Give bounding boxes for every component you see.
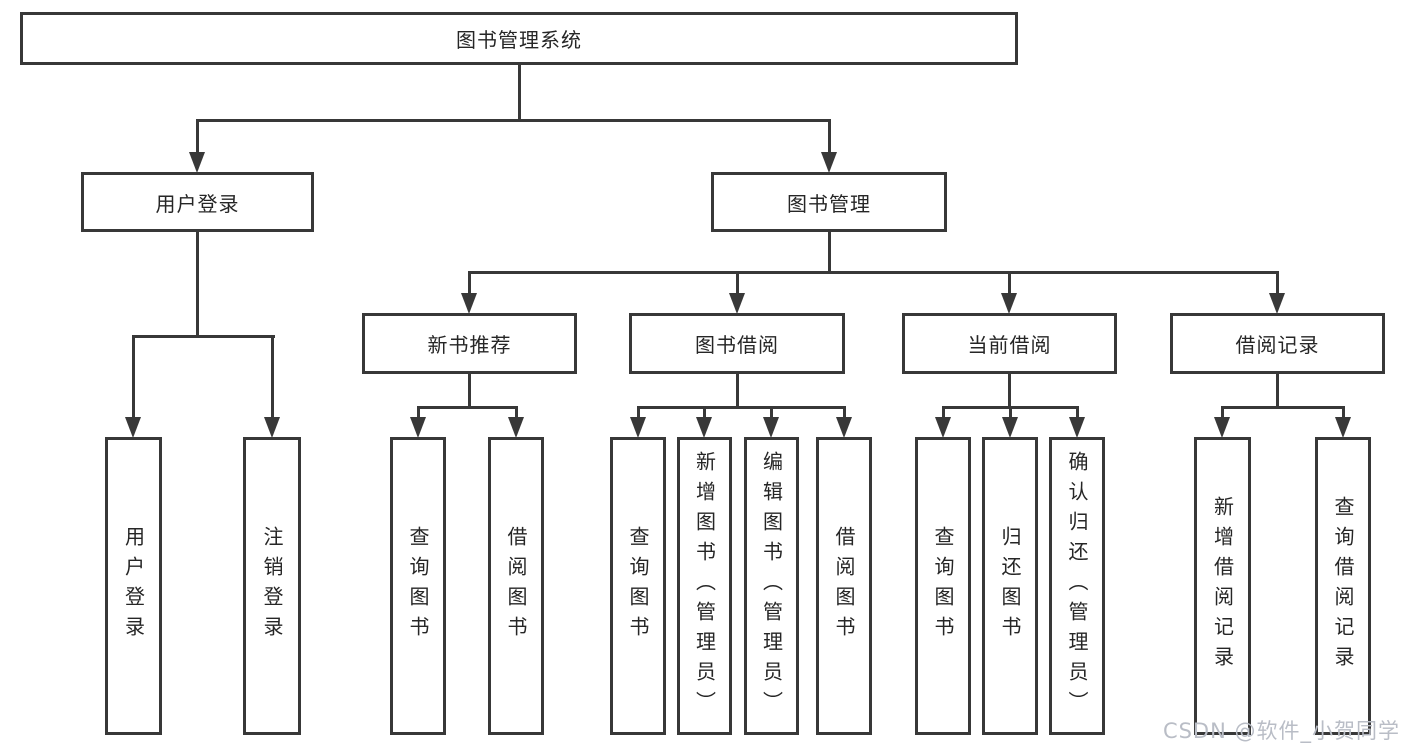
leaf-label: 归还图书 [998, 526, 1022, 646]
node-current-borrow-label: 当前借阅 [967, 333, 1052, 357]
node-book-management-label: 图书管理 [787, 191, 871, 216]
leaf-label: 查询借阅记录 [1331, 496, 1355, 676]
node-root: 图书管理系统 [20, 12, 1018, 65]
node-new-book-recommend: 新书推荐 [362, 313, 577, 374]
stem-line [1008, 374, 1011, 408]
branch-line [196, 119, 831, 122]
arrow-down-icon [508, 406, 524, 438]
leaf-label: 查询图书 [931, 526, 955, 646]
arrow-down-icon [189, 119, 205, 173]
leaf-label: 用户登录 [121, 526, 146, 646]
node-book-borrow: 图书借阅 [629, 313, 845, 374]
leaf-label: 确认归还（管理员） [1065, 451, 1089, 721]
arrow-down-icon [821, 119, 837, 173]
stem-line [518, 65, 521, 121]
arrow-down-icon [461, 271, 477, 314]
arrow-down-icon [1002, 406, 1018, 438]
watermark-text: CSDN @软件_小贺同学 [1162, 719, 1400, 743]
node-book-management: 图书管理 [711, 172, 947, 232]
leaf-edit-book-admin: 编辑图书（管理员） [744, 437, 799, 735]
leaf-query-books-borrow: 查询图书 [610, 437, 666, 735]
node-root-label: 图书管理系统 [456, 28, 582, 52]
leaf-confirm-return-admin: 确认归还（管理员） [1049, 437, 1105, 735]
arrow-down-icon [935, 406, 951, 438]
arrow-down-icon [763, 406, 779, 438]
arrow-down-icon [264, 335, 280, 438]
leaf-borrow-books: 借阅图书 [816, 437, 872, 735]
leaf-borrow-books-recommend: 借阅图书 [488, 437, 544, 735]
leaf-user-login: 用户登录 [105, 437, 162, 735]
stem-line [736, 374, 739, 408]
node-user-login: 用户登录 [81, 172, 314, 232]
leaf-label: 查询图书 [406, 526, 430, 646]
arrow-down-icon [1069, 406, 1085, 438]
branch-line [417, 406, 518, 409]
arrow-down-icon [410, 406, 426, 438]
node-user-login-label: 用户登录 [155, 191, 240, 216]
node-new-book-recommend-label: 新书推荐 [427, 333, 512, 357]
branch-line [468, 271, 1279, 274]
stem-line [468, 374, 471, 408]
stem-line [828, 232, 831, 273]
leaf-label: 注销登录 [260, 526, 284, 646]
arrow-down-icon [125, 335, 141, 438]
arrow-down-icon [729, 271, 745, 314]
arrow-down-icon [1214, 406, 1230, 438]
leaf-label: 新增借阅记录 [1210, 496, 1235, 676]
arrow-down-icon [1269, 271, 1285, 314]
branch-line [132, 335, 275, 338]
arrow-down-icon [1335, 406, 1351, 438]
leaf-logout: 注销登录 [243, 437, 301, 735]
branch-line [1221, 406, 1345, 409]
leaf-return-book: 归还图书 [982, 437, 1038, 735]
node-book-borrow-label: 图书借阅 [695, 333, 779, 357]
arrow-down-icon [836, 406, 852, 438]
node-borrow-records: 借阅记录 [1170, 313, 1385, 374]
stem-line [1276, 374, 1279, 408]
leaf-label: 编辑图书（管理员） [759, 451, 784, 721]
leaf-query-borrow-record: 查询借阅记录 [1315, 437, 1371, 735]
arrow-down-icon [630, 406, 646, 438]
branch-line [637, 406, 846, 409]
leaf-label: 借阅图书 [504, 526, 528, 646]
arrow-down-icon [1001, 271, 1017, 314]
leaf-query-books-recommend: 查询图书 [390, 437, 446, 735]
arrow-down-icon [696, 406, 712, 438]
leaf-add-book-admin: 新增图书（管理员） [677, 437, 732, 735]
leaf-label: 新增图书（管理员） [692, 451, 717, 721]
node-borrow-records-label: 借阅记录 [1235, 333, 1320, 357]
stem-line [196, 232, 199, 337]
leaf-add-borrow-record: 新增借阅记录 [1194, 437, 1251, 735]
node-current-borrow: 当前借阅 [902, 313, 1117, 374]
leaf-query-books-current: 查询图书 [915, 437, 971, 735]
leaf-label: 查询图书 [626, 526, 650, 646]
leaf-label: 借阅图书 [832, 526, 856, 646]
